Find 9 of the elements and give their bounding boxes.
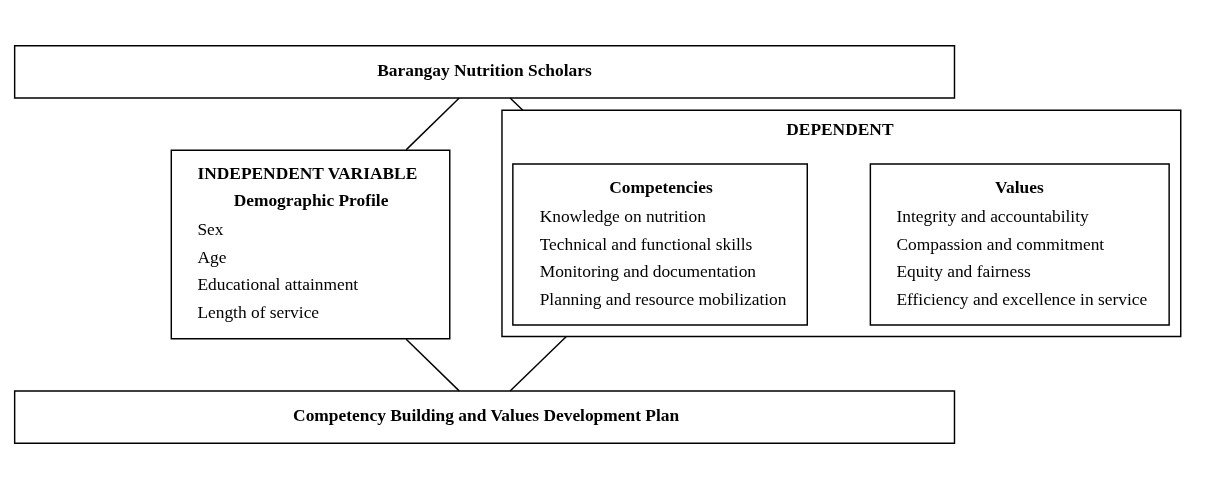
connector	[509, 97, 524, 112]
node-box: Barangay Nutrition Scholars	[13, 45, 956, 99]
node-box: INDEPENDENT VARIABLE Demographic Profile Sex Age Educational attainment Length of service	[170, 149, 451, 340]
node-box: Values Integrity and accountability Compassion and commitment Equity and fairness Efficiency and excellence in service	[869, 163, 1170, 326]
connector	[405, 97, 460, 151]
connector	[405, 338, 460, 392]
node-box: Competency Building and Values Development Plan	[13, 390, 956, 444]
connector	[509, 335, 568, 392]
node-box: Competencies Knowledge on nutrition Technical and functional skills Monitoring and documentation Planning and resource mobilization	[512, 163, 808, 326]
